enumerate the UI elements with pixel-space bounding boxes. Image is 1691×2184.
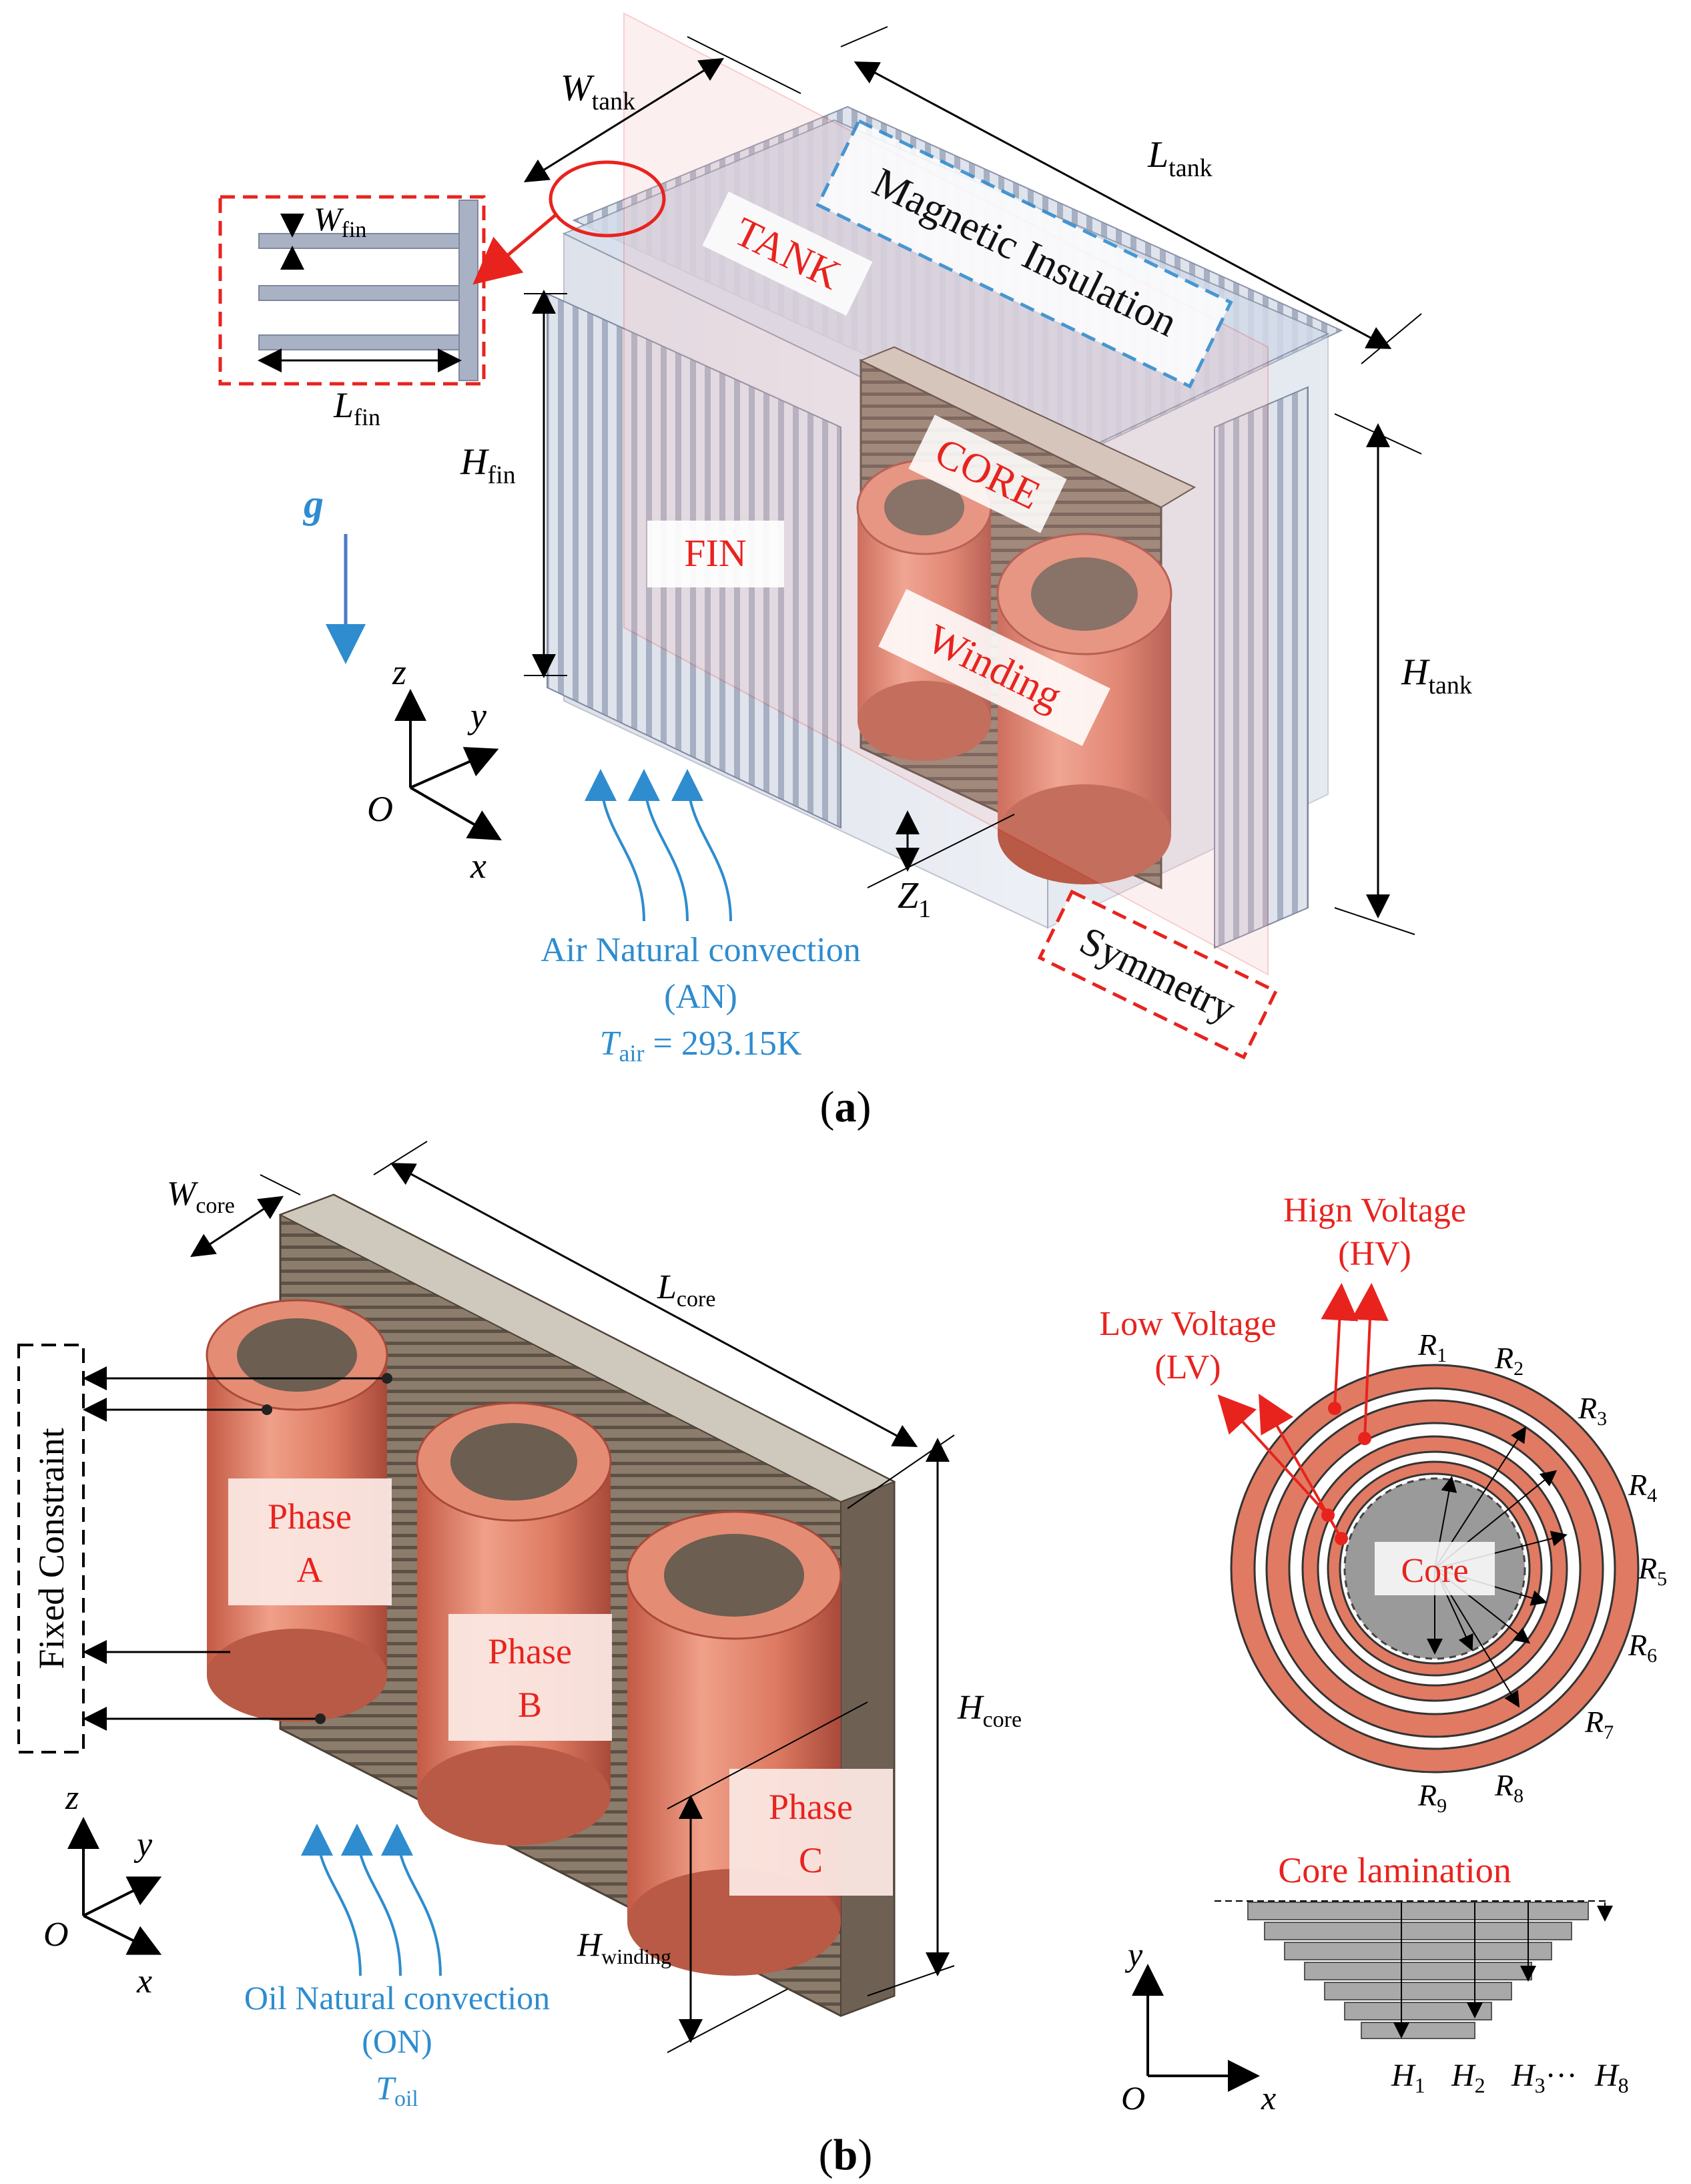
svg-text:Toil: Toil: [376, 2069, 418, 2111]
svg-text:z: z: [392, 652, 406, 692]
svg-text:R1: R1: [1417, 1328, 1447, 1366]
panel-b: Phase A Phase B Phase C Fixed Constraint: [17, 1141, 1667, 2179]
svg-text:y: y: [467, 696, 486, 736]
svg-text:(AN): (AN): [664, 978, 737, 1016]
svg-text:Phase: Phase: [769, 1787, 853, 1827]
svg-text:Hign Voltage: Hign Voltage: [1283, 1191, 1466, 1230]
svg-text:Phase: Phase: [268, 1496, 352, 1537]
svg-text:H3···: H3···: [1511, 2058, 1578, 2097]
w-core-dim: Wcore: [167, 1174, 301, 1258]
svg-text:C: C: [799, 1840, 823, 1880]
core-lamination: Core lamination y x O H1: [1121, 1850, 1629, 2117]
svg-text:R3: R3: [1578, 1391, 1607, 1430]
core-b-end: [840, 1480, 895, 2017]
svg-text:g: g: [302, 482, 324, 526]
h-core-dim: Hcore: [847, 1434, 1022, 1996]
svg-text:FIN: FIN: [684, 531, 746, 575]
svg-text:x: x: [470, 846, 486, 886]
svg-text:Z1: Z1: [898, 875, 931, 923]
svg-text:Oil Natural convection: Oil Natural convection: [244, 1979, 550, 2016]
svg-text:A: A: [297, 1550, 323, 1590]
air-convection-text: Air Natural convection (AN) Tair = 293.1…: [541, 931, 860, 1067]
svg-text:R6: R6: [1628, 1628, 1657, 1667]
winding-cross-section: Core R1 R2 R3 R4 R5 R6 R7 R8 R9 Hign Vol…: [1099, 1191, 1667, 1817]
svg-text:Ltank: Ltank: [1147, 134, 1213, 182]
svg-text:R2: R2: [1494, 1341, 1524, 1380]
svg-text:Phase: Phase: [488, 1631, 572, 1671]
svg-text:Hfin: Hfin: [460, 441, 516, 489]
phase-b-label: Phase B: [448, 1614, 612, 1741]
svg-text:Core: Core: [1401, 1552, 1468, 1590]
svg-text:O: O: [367, 789, 393, 829]
fin-detail-inset: Wfin: [218, 195, 486, 386]
svg-text:Wcore: Wcore: [167, 1175, 235, 1218]
svg-text:O: O: [43, 1916, 69, 1954]
axes-a: z y x O: [367, 652, 502, 886]
svg-text:z: z: [65, 1779, 79, 1817]
h-tank-dim: Htank: [1334, 413, 1472, 935]
svg-text:R8: R8: [1494, 1768, 1524, 1807]
svg-text:(LV): (LV): [1154, 1348, 1221, 1386]
svg-text:Low Voltage: Low Voltage: [1099, 1305, 1276, 1343]
svg-text:H1: H1: [1391, 2058, 1425, 2097]
svg-text:R9: R9: [1417, 1778, 1447, 1817]
svg-text:R7: R7: [1584, 1705, 1614, 1743]
h-winding-dim: Hwinding: [577, 1701, 868, 2053]
svg-text:O: O: [1121, 2079, 1145, 2117]
l-core-dim: Lcore: [373, 1141, 918, 1447]
svg-text:H8: H8: [1594, 2058, 1629, 2097]
winding-phase-c: [626, 1511, 842, 1976]
oil-convection-text: Oil Natural convection (ON) Toil: [244, 1979, 550, 2111]
fin-label: FIN: [647, 521, 784, 587]
svg-text:y: y: [1124, 1936, 1143, 1973]
oil-convection-arrows: [301, 1824, 442, 1976]
caption-b: (b): [819, 2131, 873, 2179]
svg-text:Hcore: Hcore: [957, 1689, 1022, 1732]
fin-detail-pointer: [472, 212, 559, 285]
core-a-top: [859, 346, 1197, 509]
fin-bank-right: [1214, 386, 1309, 949]
svg-text:Air Natural convection: Air Natural convection: [541, 931, 860, 969]
z1-dim: Z1: [867, 810, 1015, 923]
h-fin-dim: Hfin: [460, 290, 567, 678]
l-fin-dim: Lfin: [333, 385, 380, 431]
svg-text:R5: R5: [1638, 1551, 1667, 1590]
svg-text:Wtank: Wtank: [561, 67, 635, 115]
svg-text:(HV): (HV): [1338, 1235, 1411, 1273]
panel-a: Magnetic Insulation TANK CORE FIN Windin…: [218, 12, 1472, 1131]
phase-a-label: Phase A: [228, 1478, 392, 1605]
caption-a: (a): [820, 1083, 872, 1131]
svg-text:Core lamination: Core lamination: [1278, 1850, 1511, 1890]
axes-b: z y x O: [43, 1779, 162, 2000]
svg-text:Tair = 293.15K: Tair = 293.15K: [600, 1025, 802, 1067]
phase-c-label: Phase C: [729, 1769, 893, 1896]
svg-text:Fixed Constraint: Fixed Constraint: [31, 1428, 71, 1669]
air-convection-arrows: [585, 769, 732, 922]
svg-text:R4: R4: [1628, 1468, 1657, 1507]
fixed-constraint: Fixed Constraint: [17, 1344, 392, 1753]
svg-text:H2: H2: [1451, 2058, 1485, 2097]
svg-text:Lcore: Lcore: [657, 1268, 715, 1312]
svg-text:Hwinding: Hwinding: [577, 1926, 671, 1968]
w-fin-dim: Wfin: [314, 200, 366, 242]
l-tank-dim: Ltank: [840, 26, 1422, 364]
svg-text:B: B: [518, 1685, 542, 1725]
svg-text:x: x: [1261, 2079, 1276, 2117]
svg-text:(ON): (ON): [362, 2022, 432, 2060]
svg-text:y: y: [133, 1826, 153, 1864]
gravity-arrow: g: [302, 482, 366, 664]
svg-text:x: x: [136, 1962, 152, 2000]
svg-text:Htank: Htank: [1401, 651, 1472, 700]
w-tank-dim: Wtank: [523, 36, 801, 183]
